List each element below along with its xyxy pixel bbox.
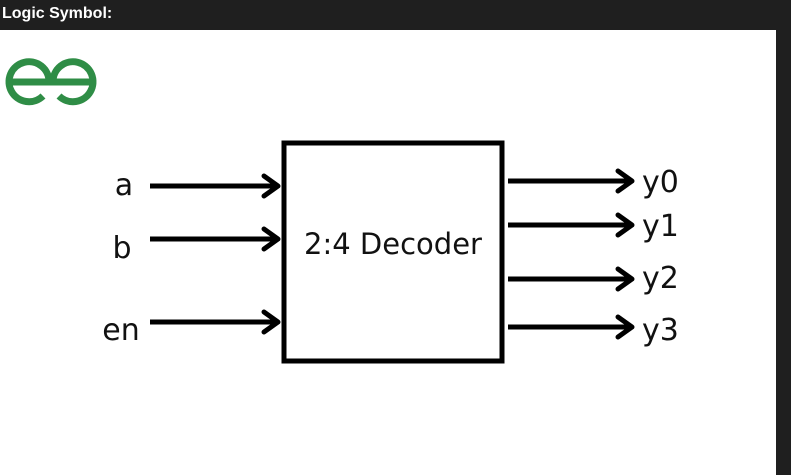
input-label-a: a	[115, 168, 133, 203]
input-arrow-en	[150, 309, 281, 335]
output-arrow-y2	[508, 266, 635, 292]
output-label-y2: y2	[642, 261, 679, 296]
input-label-b: b	[112, 231, 131, 266]
output-arrow-y3	[508, 314, 635, 340]
vertical-scrollbar[interactable]	[776, 30, 791, 475]
section-title: Logic Symbol:	[2, 5, 113, 22]
output-label-y3: y3	[642, 313, 679, 348]
input-label-en: en	[102, 313, 139, 348]
diagram-canvas: 2:4 Decoder a b en	[0, 30, 776, 475]
output-label-y1: y1	[642, 209, 679, 244]
output-arrow-y1	[508, 212, 635, 238]
geeksforgeeks-logo-icon	[5, 58, 97, 106]
input-arrow-b	[150, 226, 281, 252]
decoder-block	[281, 140, 505, 364]
decoder-block-label: 2:4 Decoder	[304, 227, 482, 261]
input-arrow-a	[150, 173, 281, 199]
decoder-diagram-svg: 2:4 Decoder a b en	[5, 58, 679, 364]
output-label-y0: y0	[642, 165, 679, 200]
output-arrow-y0	[508, 168, 635, 194]
section-header: Logic Symbol:	[0, 0, 791, 30]
